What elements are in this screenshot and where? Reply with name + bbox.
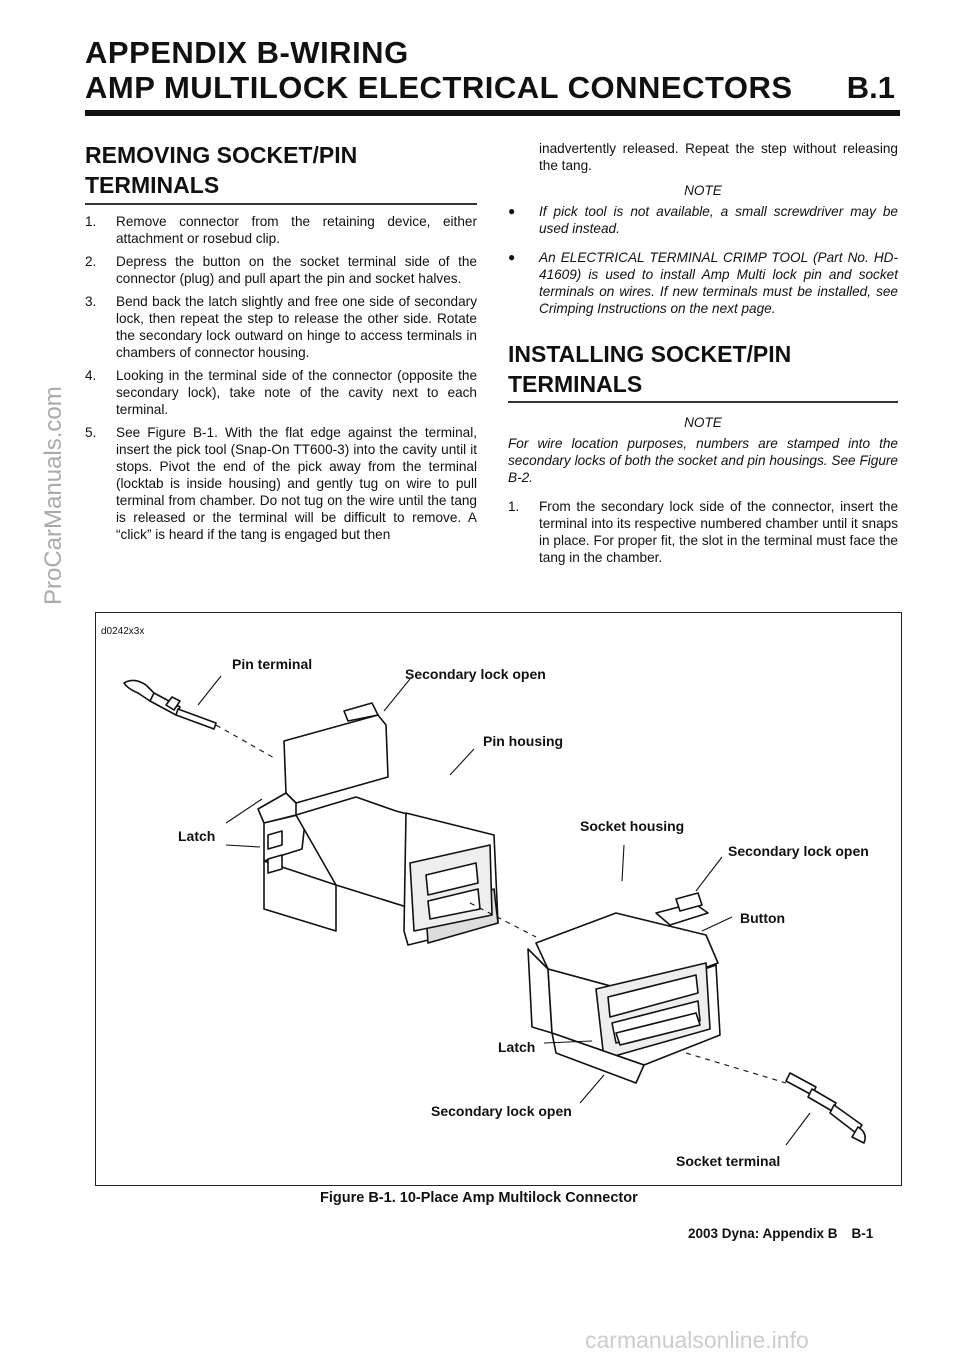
step-item: 2. Depress the button on the socket termi… (85, 253, 477, 287)
section-number: B.1 (846, 70, 895, 105)
installing-title-rule (508, 401, 898, 403)
label-socket-housing: Socket housing (580, 818, 685, 834)
installing-note-text: For wire location purposes, numbers are … (508, 436, 898, 485)
label-pin-terminal: Pin terminal (232, 656, 313, 672)
figure-caption: Figure B-1. 10-Place Amp Multilock Conne… (320, 1190, 638, 1206)
removing-steps-list: 1. Remove connector from the retaining de… (85, 213, 477, 543)
label-pin-housing: Pin housing (483, 733, 564, 749)
socket-housing-drawing (527, 892, 721, 1084)
step-text: Looking in the terminal side of the conn… (116, 368, 477, 417)
continuation-text: inadvertently released. Repeat the step … (539, 141, 898, 173)
installing-steps-list: 1. From the secondary lock side of the co… (508, 498, 898, 566)
removing-section-title: REMOVING SOCKET/PIN TERMINALS (85, 140, 357, 200)
removing-title-line1: REMOVING SOCKET/PIN (85, 142, 358, 168)
installing-note-heading: NOTE (684, 415, 722, 430)
bottom-watermark: carmanualsonline.info (585, 1327, 809, 1353)
label-socket-terminal: Socket terminal (676, 1153, 781, 1169)
label-secondary-lock-open-right: Secondary lock open (728, 843, 869, 859)
figure-id: d0242x3x (101, 626, 145, 637)
step-item: 5. See Figure B-1. With the flat edge aga… (85, 424, 477, 543)
page-footer: 2003 Dyna: Appendix B B-1 (688, 1226, 873, 1241)
appendix-title: APPENDIX B-WIRING (85, 35, 409, 70)
step-number: 1. (85, 214, 97, 229)
removing-title-rule (85, 203, 477, 205)
step-text: Remove connector from the retaining devi… (116, 214, 477, 246)
callout-lines (197, 675, 811, 1146)
installing-title-line2: TERMINALS (508, 371, 643, 397)
step-number: 5. (85, 425, 97, 440)
header-rule (85, 110, 900, 116)
step-number: 1. (508, 499, 520, 514)
label-secondary-lock-open-top: Secondary lock open (405, 666, 546, 682)
page-title: AMP MULTILOCK ELECTRICAL CONNECTORS (85, 70, 793, 105)
figure-box: d0242x3x (95, 612, 902, 1186)
step-number: 2. (85, 254, 97, 269)
footer-book-title: 2003 Dyna: Appendix B (688, 1226, 838, 1241)
note-heading: NOTE (684, 183, 722, 198)
step-number: 4. (85, 368, 97, 383)
pin-terminal-drawing (123, 679, 217, 730)
step-number: 3. (85, 294, 97, 309)
installing-title-line1: INSTALLING SOCKET/PIN (508, 341, 792, 367)
connector-illustration (123, 675, 866, 1146)
removing-steps-column: 1. Remove connector from the retaining de… (85, 213, 477, 549)
label-secondary-lock-open-bottom: Secondary lock open (431, 1103, 572, 1119)
step-item: 1. Remove connector from the retaining de… (85, 213, 477, 247)
socket-terminal-drawing (785, 1072, 866, 1144)
step-item: 4. Looking in the terminal side of the co… (85, 367, 477, 418)
page-number: B-1 (851, 1226, 874, 1241)
step-text: From the secondary lock side of the conn… (539, 499, 898, 565)
step-text: Bend back the latch slightly and free on… (116, 294, 477, 360)
label-latch-left: Latch (178, 828, 216, 844)
installing-section-title: INSTALLING SOCKET/PIN TERMINALS (508, 339, 791, 399)
step-text: See Figure B-1. With the flat edge again… (116, 425, 477, 542)
side-watermark: ProCarManuals.com (40, 386, 67, 605)
note-bullet: If pick tool is not available, a small s… (508, 203, 898, 237)
note-bullet: An ELECTRICAL TERMINAL CRIMP TOOL (Part … (508, 249, 898, 317)
label-button: Button (740, 910, 786, 926)
label-latch-bottom: Latch (498, 1039, 536, 1055)
step-item: 1. From the secondary lock side of the co… (508, 498, 898, 566)
removing-title-line2: TERMINALS (85, 172, 220, 198)
pin-housing-drawing (257, 702, 499, 946)
step-item: 3. Bend back the latch slightly and free … (85, 293, 477, 361)
right-column: inadvertently released. Repeat the step … (508, 140, 898, 329)
step-text: Depress the button on the socket termina… (116, 254, 477, 286)
installing-column: NOTE For wire location purposes, numbers… (508, 410, 898, 572)
